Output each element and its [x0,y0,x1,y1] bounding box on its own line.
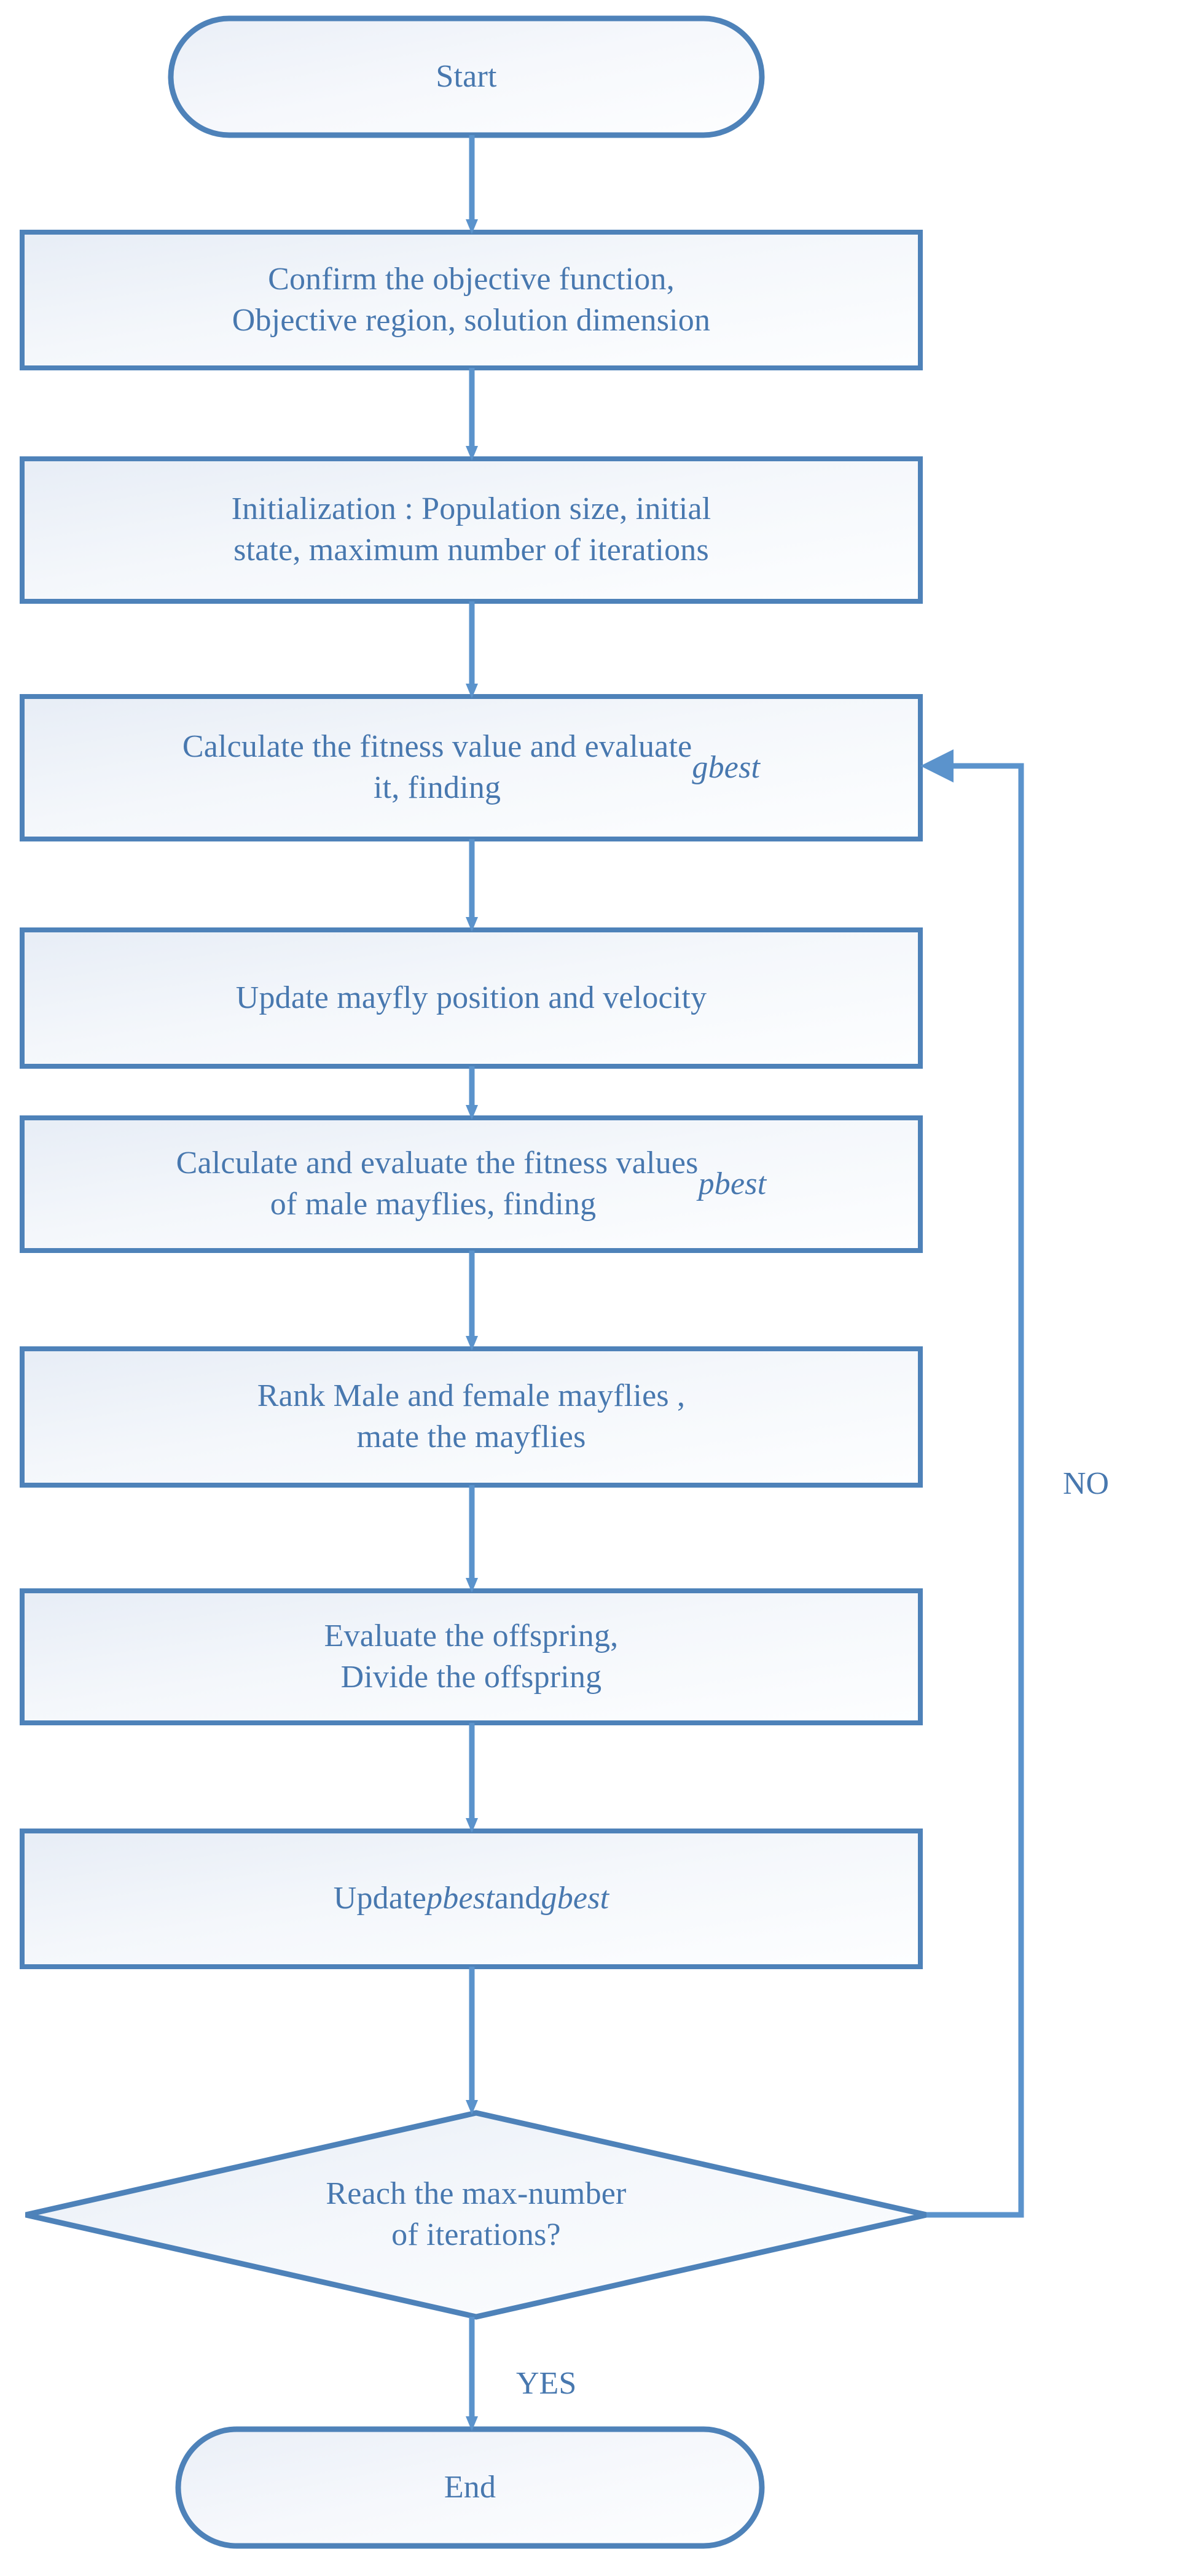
node-start-shape [168,15,765,138]
node-decision-shape [25,2110,927,2320]
node-confirm-shape [20,230,923,370]
node-initialization-shape [20,456,923,604]
edge-label-yes: YES [516,2366,577,2401]
node-end-shape [175,2426,765,2549]
node-rank-mate-shape [20,1346,923,1488]
node-update-pbest-gbest-shape [20,1829,923,1969]
node-evaluate-offspring-shape [20,1588,923,1725]
node-calc-fitness-gbest-shape [20,694,923,841]
node-calc-male-pbest-shape [20,1115,923,1253]
edge-no-feedback-loop [926,763,1024,2218]
feedback-arrowhead-icon [920,749,954,783]
edge-label-no: NO [1063,1466,1110,1501]
node-update-mayfly-shape [20,927,923,1069]
